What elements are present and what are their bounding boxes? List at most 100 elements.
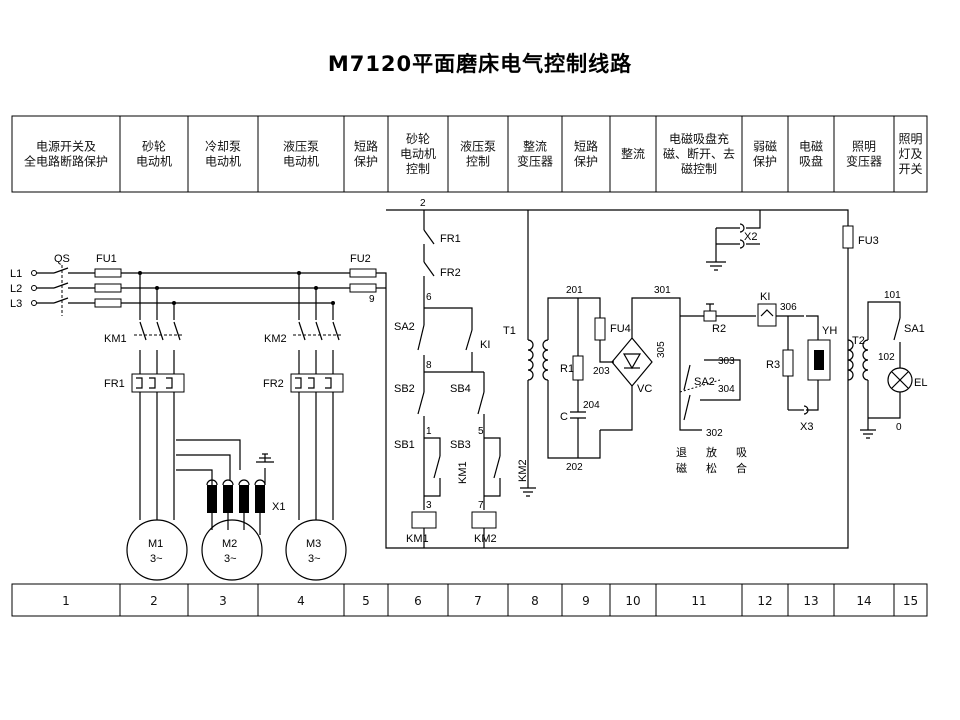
label-FR2-nc: FR2 — [440, 267, 461, 279]
fr1-thermal: FR1 — [104, 373, 185, 393]
label-KM1-main: KM1 — [104, 333, 127, 345]
m2-wire-c — [176, 469, 213, 485]
fu1-fuses: FU1 — [94, 253, 122, 308]
label-SB3: SB3 — [450, 439, 471, 451]
header-cell-text: 整流 — [523, 139, 547, 154]
node-5: 5 — [478, 426, 484, 437]
header-cell-text: 砂轮 — [406, 132, 430, 146]
label-SA2: SA2 — [394, 321, 415, 333]
label-FR2: FR2 — [263, 378, 284, 390]
header-cell-text: 电动机 — [283, 155, 319, 169]
label-R1: R1 — [560, 363, 574, 375]
node-8: 8 — [426, 360, 432, 371]
label-M2: M2 — [222, 538, 237, 550]
header-cell-text: 整流 — [621, 146, 645, 161]
terminal-L3 — [31, 300, 37, 306]
label-QS: QS — [54, 253, 70, 265]
node-201: 201 — [566, 285, 583, 296]
node-204: 204 — [583, 400, 600, 411]
label-M3-phase: 3~ — [308, 553, 321, 565]
header-cell-text: 灯及 — [898, 147, 922, 161]
node-302: 302 — [706, 428, 723, 439]
header-cell-text: 照明 — [852, 140, 876, 154]
header-cell-text: 液压泵 — [460, 139, 496, 154]
header-cell-text: 弱磁 — [753, 139, 777, 154]
label-KI-coil: KI — [760, 291, 770, 303]
label-FR1-nc: FR1 — [440, 233, 461, 245]
node-1: 1 — [426, 426, 432, 437]
m2-leads — [211, 513, 261, 535]
label-KM2-coil: KM2 — [474, 533, 497, 545]
header-cell-text: 保护 — [753, 155, 777, 169]
label-L2: L2 — [10, 283, 22, 295]
footer-cell-number: 11 — [691, 594, 706, 608]
km1-main-contacts: KM1 — [104, 320, 182, 350]
label-SB2: SB2 — [394, 383, 415, 395]
mode-xi: 吸 — [736, 446, 747, 459]
mode-ci: 磁 — [676, 462, 687, 475]
ki-coil — [757, 303, 777, 327]
footer-cell-number: 4 — [297, 594, 305, 608]
node-6: 6 — [426, 292, 432, 303]
control-circuit: 2 FR1 FR2 6 KI SA2 8 SB2 SB4 1 5 SB1 KM1 — [376, 198, 879, 549]
footer-cell-number: 15 — [903, 594, 918, 608]
label-KM2-aux: KM2 — [517, 459, 529, 482]
label-EL: EL — [914, 377, 927, 389]
header-cell-text: 吸盘 — [799, 154, 823, 169]
label-X1: X1 — [272, 501, 285, 513]
footer-cell-number: 2 — [150, 594, 158, 608]
label-X3: X3 — [800, 421, 813, 433]
footer-cell-number: 12 — [757, 594, 772, 608]
header-cell-text: 电动机 — [136, 155, 172, 169]
footer-cell-number: 3 — [219, 594, 227, 608]
label-L1: L1 — [10, 268, 22, 280]
label-SA1: SA1 — [904, 323, 925, 335]
footer-cell-number: 7 — [474, 594, 482, 608]
motor-M1 — [126, 519, 188, 581]
vc-bridge: VC 301 — [600, 285, 681, 431]
label-FU1: FU1 — [96, 253, 117, 265]
header-cell-text: 电动机 — [400, 147, 436, 161]
label-YH: YH — [822, 325, 837, 337]
footer-cell-number: 6 — [414, 594, 422, 608]
m2-wire-b — [176, 454, 231, 480]
header-cell-text: 冷却泵 — [205, 140, 241, 154]
header-cell-text: 保护 — [354, 155, 378, 169]
node-9: 9 — [369, 294, 375, 305]
node-7: 7 — [478, 500, 484, 511]
page-title: M7120平面磨床电气控制线路 — [327, 52, 633, 76]
header-dividers — [119, 116, 895, 192]
label-R2: R2 — [712, 323, 726, 335]
qs-switch: QS — [53, 253, 70, 316]
m2-wire-a — [176, 439, 241, 470]
header-cell-text: 砂轮 — [142, 140, 166, 154]
footer-dividers — [119, 584, 895, 616]
label-M1-phase: 3~ — [150, 553, 163, 565]
x1-connector: X1 — [206, 453, 285, 513]
mode-tuici: 退 — [676, 446, 687, 459]
header-cell-text: 全电路断路保护 — [24, 154, 108, 169]
header-border — [11, 115, 928, 193]
node-2: 2 — [420, 198, 426, 209]
header-cell-text: 保护 — [574, 155, 598, 169]
header-cell-text: 磁控制 — [681, 161, 717, 176]
label-SB1: SB1 — [394, 439, 415, 451]
label-KM2-main: KM2 — [264, 333, 287, 345]
header-cell-text: 开关 — [898, 162, 922, 176]
lighting-circuit: T2 101 SA1 102 EL 0 — [847, 290, 927, 439]
label-SA2-bank: SA2 — [694, 376, 715, 388]
header-labels: 电源开关及全电路断路保护砂轮电动机冷却泵电动机液压泵电动机短路保护砂轮电动机控制… — [24, 131, 923, 176]
header-cell-text: 控制 — [406, 162, 430, 176]
header-cell-text: 变压器 — [846, 154, 882, 169]
node-305: 305 — [656, 341, 667, 358]
label-M3: M3 — [306, 538, 321, 550]
label-M2-phase: 3~ — [224, 553, 237, 565]
motor-M2 — [201, 519, 263, 581]
node-202: 202 — [566, 462, 583, 473]
footer-cell-number: 8 — [531, 594, 539, 608]
label-FU3: FU3 — [858, 235, 879, 247]
node-303: 303 — [718, 356, 735, 367]
footer-cell-number: 10 — [625, 594, 640, 608]
